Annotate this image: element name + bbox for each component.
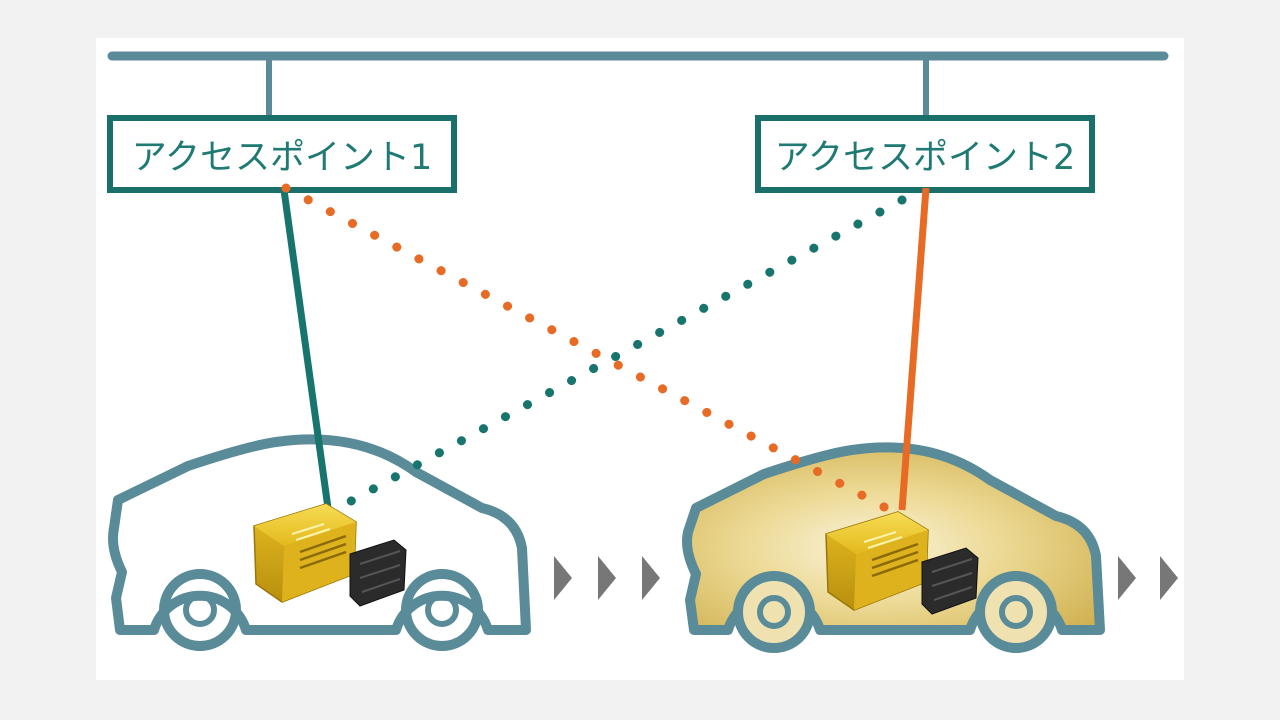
chevron-right-icon [598,556,616,600]
ap1-roaming-link [281,183,891,513]
chevron-right-icon [642,556,660,600]
roaming-diagram [107,51,1178,653]
access-point-1-label: アクセスポイント1 [131,137,433,178]
diagram-stage: アクセスポイント1 アクセスポイント2 [96,38,1184,680]
wireless-device-icon [252,502,408,608]
ap2-active-link [898,187,930,511]
ap1-active-link [280,189,332,509]
chevron-right-icon [1118,556,1136,600]
access-point-2-box [755,115,1095,193]
access-point-2-label: アクセスポイント2 [774,137,1076,178]
chevron-right-icon [554,556,572,600]
chevron-right-icon [1160,556,1178,600]
access-point-1-box [107,115,457,193]
